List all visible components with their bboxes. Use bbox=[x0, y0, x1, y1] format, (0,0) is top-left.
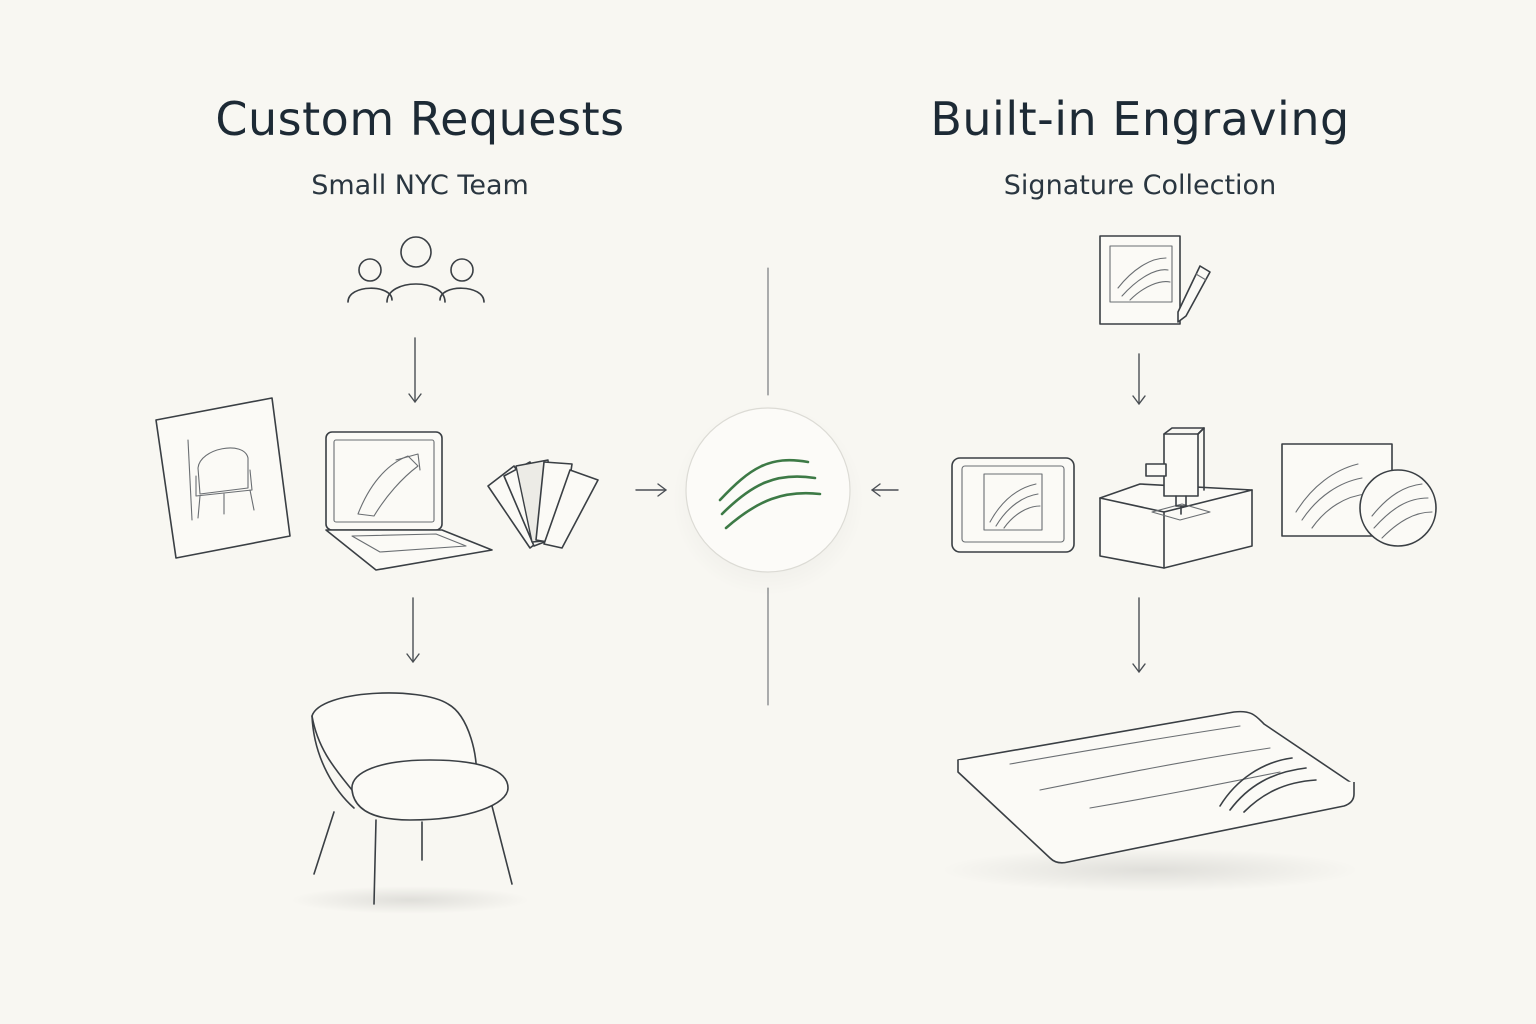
signature-card-icon bbox=[1099, 235, 1211, 325]
right-title: Built-in Engraving bbox=[930, 92, 1350, 146]
engraving-machine-icon bbox=[1099, 427, 1253, 569]
arrow-laptop-down bbox=[406, 597, 420, 663]
arrow-signature-down bbox=[1132, 353, 1146, 405]
left-subtitle: Small NYC Team bbox=[311, 170, 529, 201]
arrow-team-down bbox=[408, 337, 422, 403]
arrow-engraver-down bbox=[1132, 597, 1146, 673]
laptop-design-icon bbox=[325, 431, 493, 571]
engraved-tabletop-icon bbox=[940, 710, 1360, 892]
arrow-right-to-center bbox=[871, 483, 899, 497]
chair-sketch-icon bbox=[155, 397, 291, 559]
people-group-icon bbox=[347, 236, 485, 303]
material-swatches-icon bbox=[487, 459, 599, 549]
armchair-icon bbox=[290, 692, 530, 914]
tablet-design-icon bbox=[951, 457, 1075, 553]
right-subtitle: Signature Collection bbox=[1003, 170, 1277, 201]
engraved-sample-icon bbox=[1281, 443, 1437, 547]
arrow-left-to-center bbox=[635, 483, 667, 497]
wave-emblem-icon bbox=[672, 404, 864, 596]
left-title: Custom Requests bbox=[215, 92, 625, 146]
